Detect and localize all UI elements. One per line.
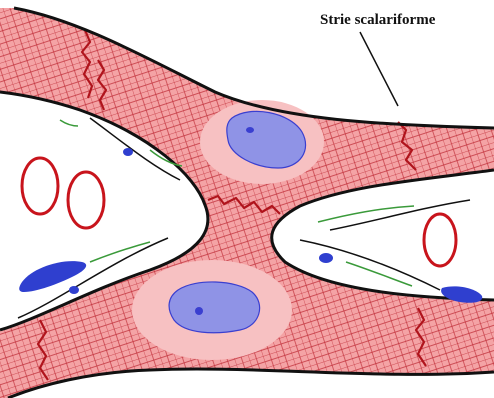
nucleolus-upper (246, 127, 254, 133)
reticular-fiber-right-2 (346, 262, 412, 286)
capillary-right (424, 214, 456, 266)
fibroblast-nucleus-left-2 (123, 148, 133, 156)
label-strie-scalariforme: Strie scalariforme (320, 12, 436, 28)
nucleolus-lower (195, 307, 203, 315)
capillary-left-1 (22, 158, 58, 214)
annotation: Strie scalariforme (320, 12, 436, 106)
reticular-fiber-left-3 (90, 242, 150, 262)
fibroblast-nucleus-left-3 (69, 286, 79, 294)
fibroblast-nucleus-right-1 (319, 253, 333, 263)
nucleus-lower (169, 282, 260, 333)
capillary-left-2 (68, 172, 104, 228)
reticular-fiber-left (60, 120, 78, 126)
label-leader-line (360, 32, 398, 106)
